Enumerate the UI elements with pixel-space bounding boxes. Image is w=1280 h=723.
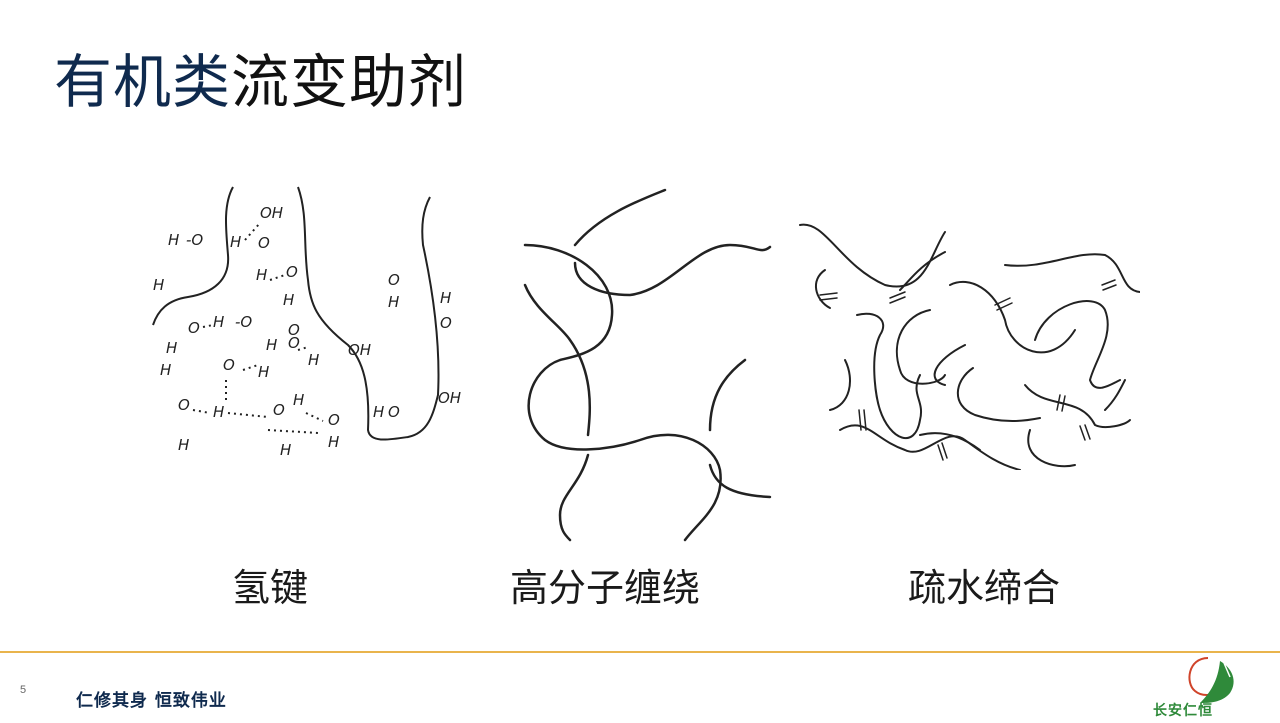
svg-text:H: H	[256, 266, 267, 284]
page-number: 5	[20, 684, 27, 696]
slide-title: 有机类流变助剂	[54, 46, 467, 118]
svg-text:H: H	[168, 231, 179, 249]
svg-text:H: H	[388, 293, 399, 311]
svg-text:O: O	[258, 234, 270, 252]
svg-text:H: H	[440, 289, 451, 307]
svg-text:O: O	[188, 319, 200, 337]
svg-text:H: H	[283, 291, 294, 309]
svg-text:H: H	[258, 363, 269, 381]
svg-text:O: O	[178, 396, 190, 414]
svg-text:H: H	[230, 233, 241, 251]
svg-text:H: H	[266, 336, 277, 354]
svg-text:O: O	[288, 321, 300, 339]
svg-text:H: H	[280, 441, 291, 459]
hydrophobic-association-diagram	[795, 220, 1140, 470]
svg-text:OH: OH	[438, 389, 461, 407]
svg-text:O: O	[440, 314, 452, 332]
svg-text:H: H	[213, 313, 224, 331]
svg-text:O: O	[388, 271, 400, 289]
company-logo-icon	[1160, 653, 1260, 719]
caption-hydrogen-bond: 氢键	[232, 566, 309, 610]
svg-text:H: H	[166, 339, 177, 357]
footer-divider	[0, 651, 1280, 653]
svg-text:H: H	[293, 391, 304, 409]
svg-text:H: H	[308, 351, 319, 369]
svg-text:O: O	[223, 356, 235, 374]
svg-text:O: O	[273, 401, 285, 419]
svg-text:H: H	[213, 403, 224, 421]
svg-text:H: H	[160, 361, 171, 379]
svg-text:H: H	[178, 436, 189, 454]
company-logo-text: 长安仁恒	[1153, 703, 1213, 719]
title-part-organic: 有机类	[54, 48, 232, 116]
svg-text:-O: -O	[186, 231, 203, 249]
svg-text:OH: OH	[260, 204, 283, 222]
svg-text:O: O	[328, 411, 340, 429]
svg-text:O: O	[286, 263, 298, 281]
svg-text:O: O	[288, 334, 300, 352]
svg-text:H: H	[328, 433, 339, 451]
svg-text:H: H	[373, 403, 384, 421]
company-slogan: 仁修其身 恒致伟业	[76, 691, 227, 711]
svg-text:H: H	[153, 276, 164, 294]
caption-polymer-entanglement: 高分子缠绕	[510, 566, 701, 610]
svg-text:-O: -O	[235, 313, 252, 331]
polymer-entanglement-diagram	[520, 185, 775, 545]
svg-text:O: O	[388, 403, 400, 421]
caption-hydrophobic-association: 疏水缔合	[908, 566, 1061, 610]
title-part-rheology-additive: 流变助剂	[231, 48, 468, 116]
svg-text:OH: OH	[348, 341, 371, 359]
